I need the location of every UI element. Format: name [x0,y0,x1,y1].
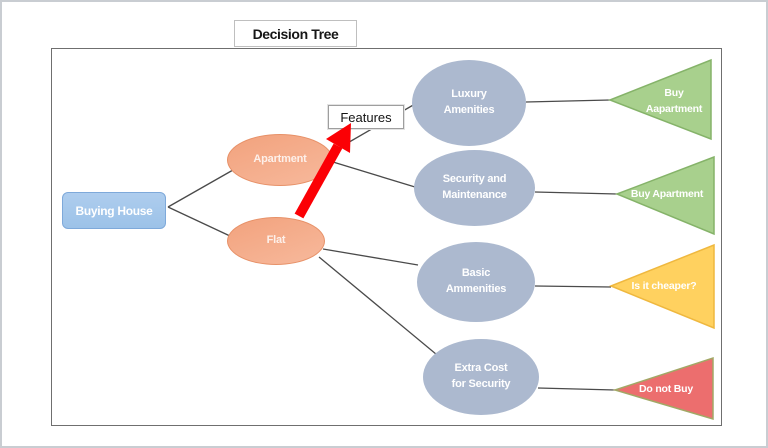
node-apartment[interactable]: Apartment [227,134,333,186]
diagram-title-text: Decision Tree [252,25,339,42]
outcome-label-buy-apartment: Buy Apartment [630,188,704,200]
diagram-title: Decision Tree [234,20,357,47]
outcome-label-do-not-buy: Do not Buy [639,383,693,395]
features-callout-text: Features [340,109,392,125]
outcome-label-buy-aapartment: Buy Aapartment [645,87,703,115]
node-security-maintenance[interactable]: Security and Maintenance [414,150,535,226]
node-extra-cost-security[interactable]: Extra Cost for Security [423,339,539,415]
node-luxury-amenities[interactable]: Luxury Amenities [412,60,526,146]
node-buying-house-label: Buying House [75,203,153,218]
features-callout: Features [327,104,405,130]
outcome-label-is-it-cheaper: Is it cheaper? [631,280,697,292]
node-buying-house[interactable]: Buying House [62,192,166,229]
node-flat[interactable]: Flat [227,217,325,265]
node-basic-ammenities[interactable]: Basic Ammenities [417,242,535,322]
